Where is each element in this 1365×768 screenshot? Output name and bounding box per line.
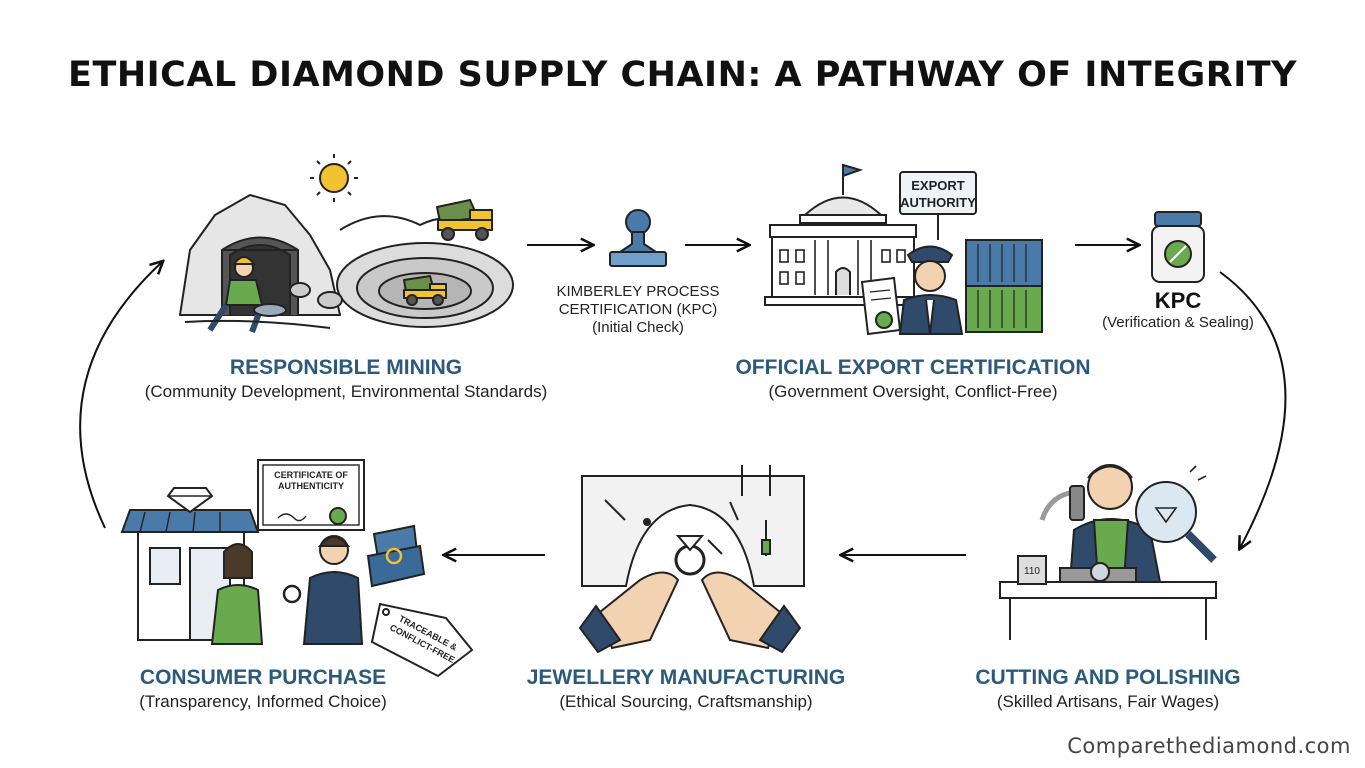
kpc-initial-line2: CERTIFICATION (KPC): [558, 301, 718, 318]
stage-subtitle-mining: (Community Development, Environmental St…: [144, 382, 548, 401]
stage-subtitle-export: (Government Oversight, Conflict-Free): [768, 382, 1058, 401]
svg-text:EXPORT: EXPORT: [911, 178, 965, 193]
svg-text:CERTIFICATE OF: CERTIFICATE OF: [274, 470, 348, 480]
kpc-initial-line3: (Initial Check): [592, 319, 684, 336]
kpc-verification-subtitle: (Verification & Sealing): [1102, 314, 1254, 331]
arrow-consumer-to-mining: [79, 262, 162, 529]
dump-truck-icon: [403, 275, 447, 306]
stage-title-mining: RESPONSIBLE MINING: [229, 356, 463, 379]
flow-arrows: [79, 245, 1287, 555]
magnifying-glass-icon: [1135, 465, 1217, 563]
machine-label: 110: [1024, 566, 1040, 577]
diamond-icon: [166, 487, 214, 514]
officer-icon: [898, 245, 964, 335]
stage-title-export: OFFICIAL EXPORT CERTIFICATION: [735, 356, 1091, 379]
miner-icon: [207, 256, 287, 334]
export-illustration: [764, 163, 1043, 336]
stage-subtitle-consumer: (Transparency, Informed Choice): [139, 692, 387, 711]
sealed-container-icon: [1151, 211, 1205, 283]
consumer-illustration: [120, 459, 474, 678]
stage-title-consumer: CONSUMER PURCHASE: [139, 666, 387, 689]
stage-title-cutting: CUTTING AND POLISHING: [975, 666, 1241, 689]
dump-truck-icon: [436, 199, 493, 241]
certificate-document-icon: [860, 276, 902, 336]
page-title: ETHICAL DIAMOND SUPPLY CHAIN: A PATHWAY …: [68, 55, 1297, 95]
jewellery-illustration: [578, 465, 805, 654]
stage-subtitle-cutting: (Skilled Artisans, Fair Wages): [996, 692, 1220, 711]
export-authority-sign: EXPORT AUTHORITY: [900, 178, 976, 210]
kpc-verification-title: KPC: [1154, 288, 1202, 313]
certificate-of-authenticity: CERTIFICATE OF AUTHENTICITY: [274, 470, 348, 491]
svg-text:AUTHENTICITY: AUTHENTICITY: [278, 481, 344, 491]
stage-title-jewellery: JEWELLERY MANUFACTURING: [526, 666, 846, 689]
cutting-illustration: [999, 464, 1217, 640]
brand-watermark: Comparethediamond.com: [1067, 734, 1351, 758]
stamp-icon: [609, 209, 667, 267]
mining-illustration: [179, 154, 514, 334]
stage-subtitle-jewellery: (Ethical Sourcing, Craftsmanship): [559, 692, 813, 711]
sun-icon: [310, 154, 358, 202]
arrow-kpc-to-cutting: [1219, 271, 1287, 548]
kpc-initial-line1: KIMBERLEY PROCESS: [556, 283, 720, 300]
svg-text:AUTHORITY: AUTHORITY: [900, 195, 976, 210]
hands-holding-ring-icon: [578, 535, 802, 654]
